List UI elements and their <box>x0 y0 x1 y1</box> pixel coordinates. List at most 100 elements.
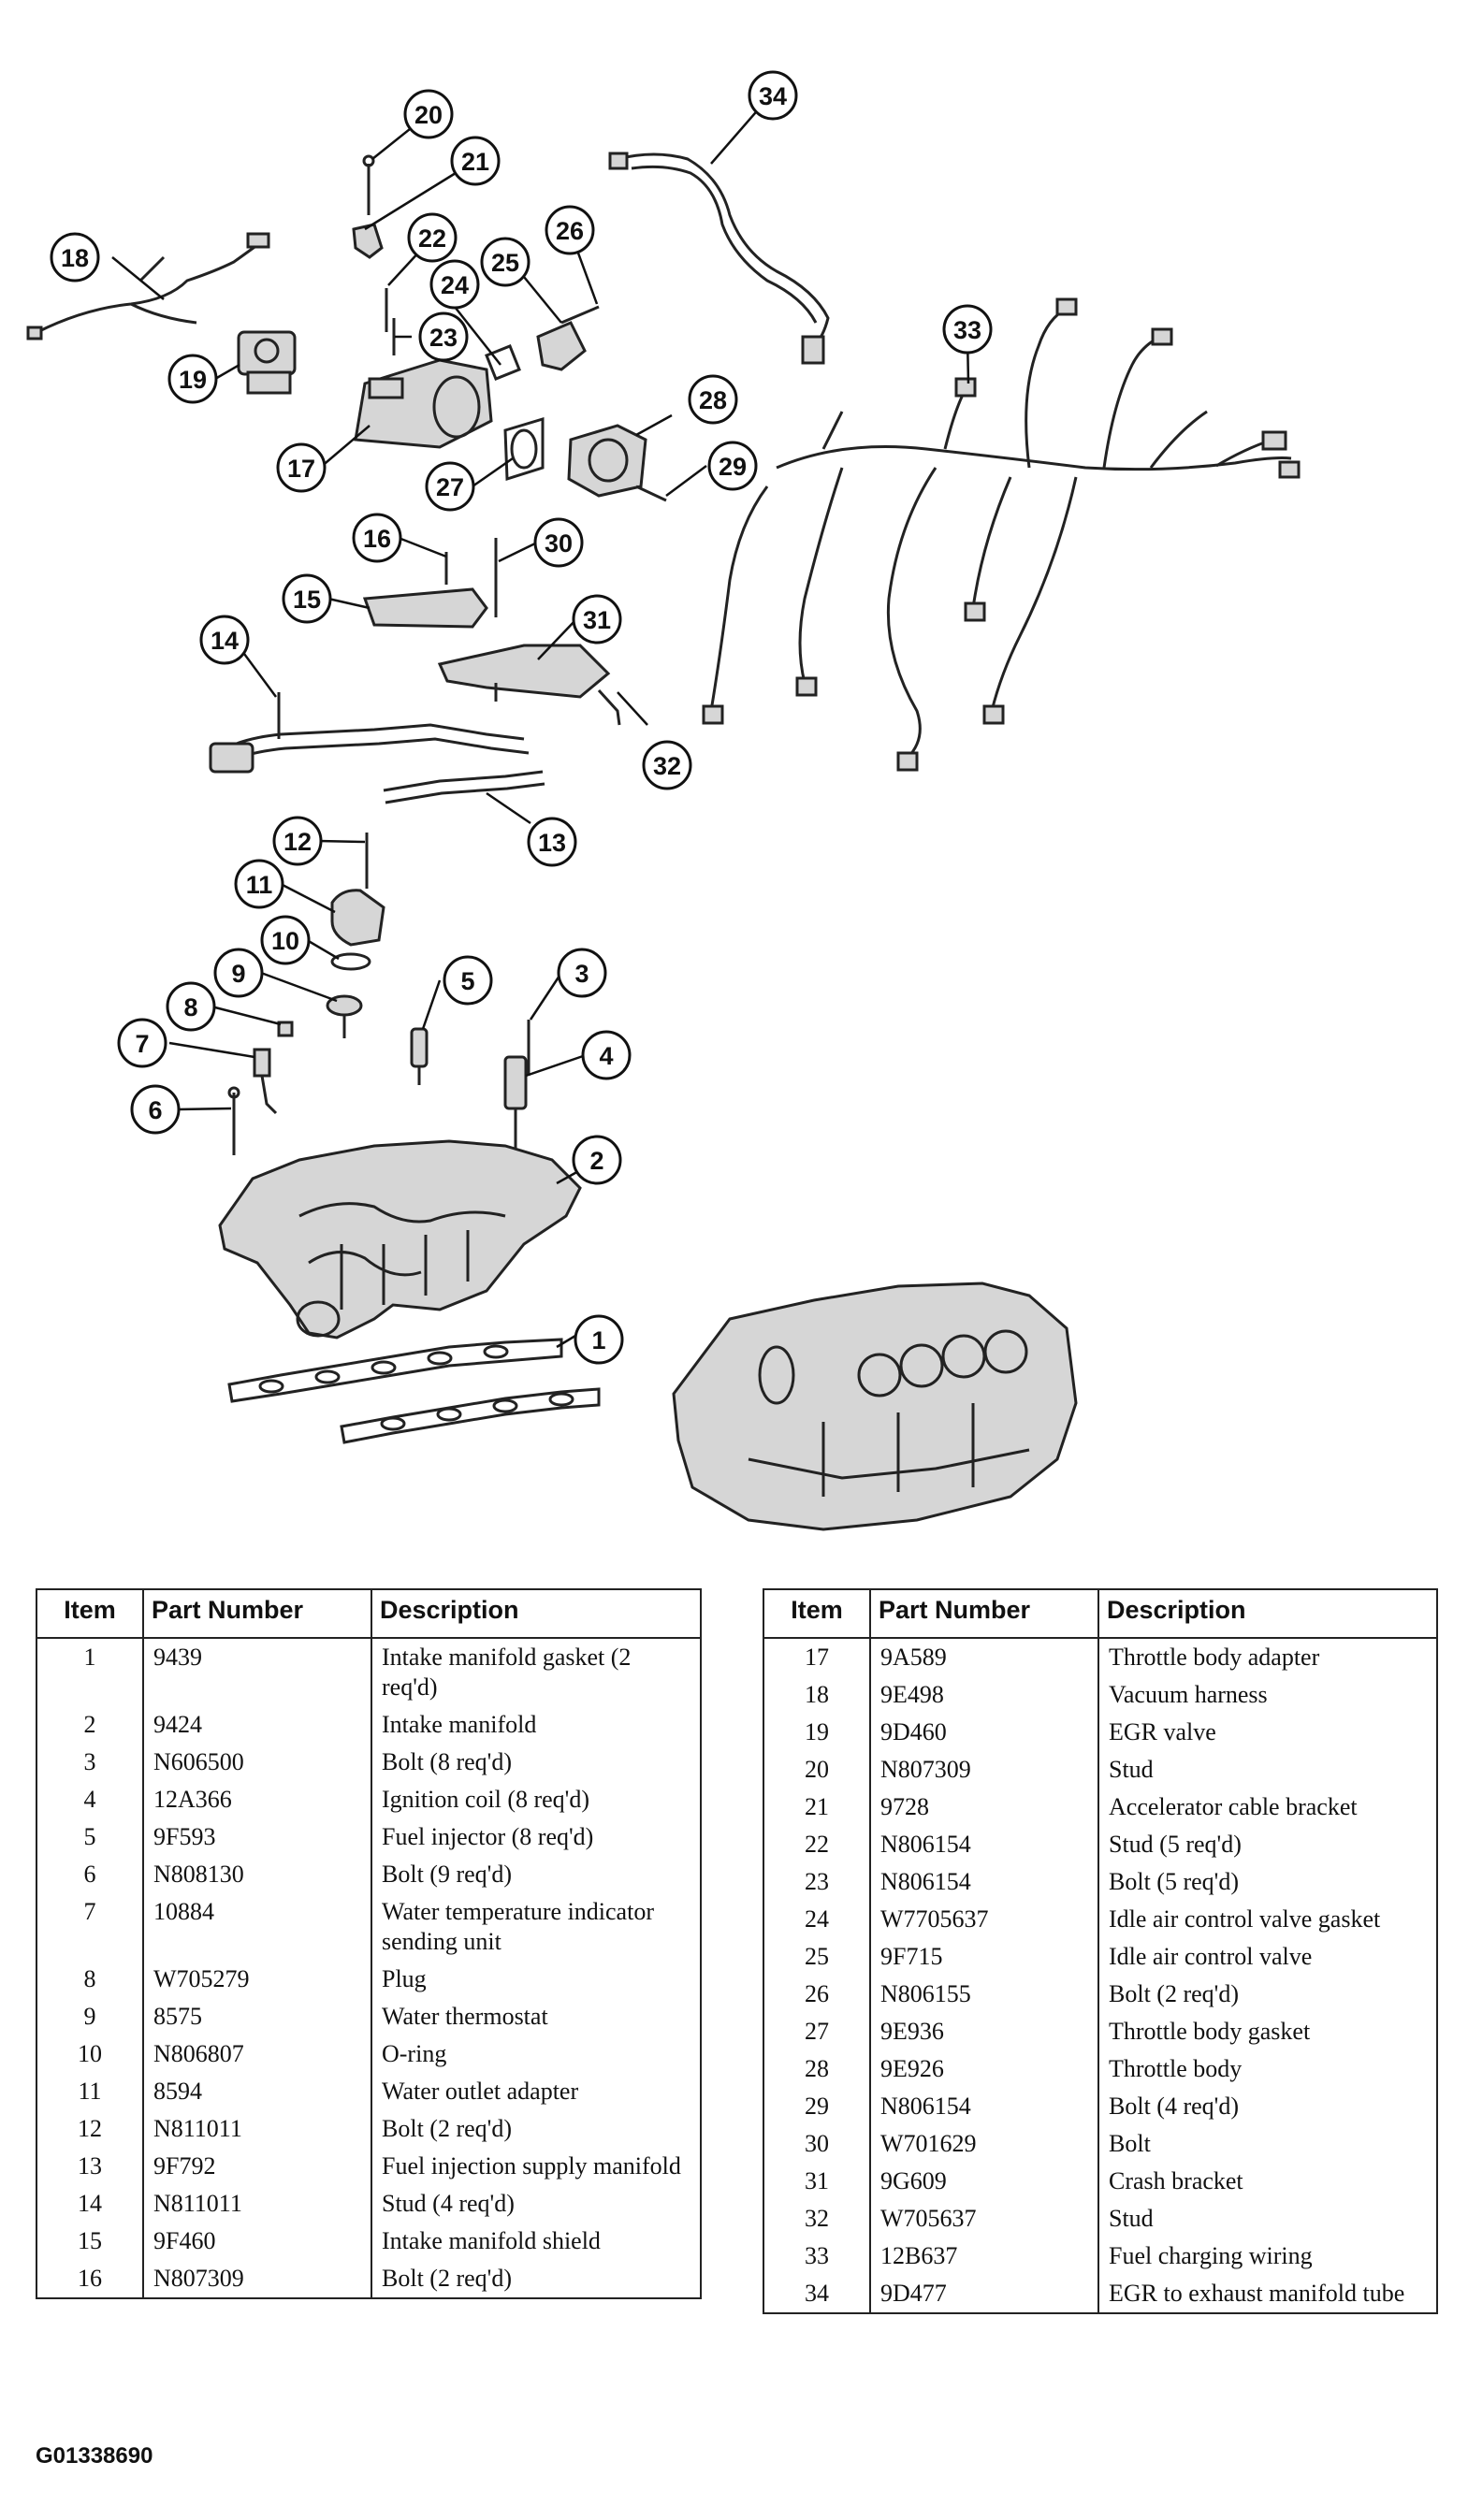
item-cell: 2 <box>36 1706 144 1744</box>
callout-32: 32 <box>642 740 692 790</box>
item-cell: 13 <box>36 2148 144 2185</box>
header-item: Item <box>763 1588 871 1639</box>
callout-3: 3 <box>557 948 607 998</box>
callout-label: 5 <box>460 967 474 995</box>
description-cell: Intake manifold gasket (2 req'd) <box>371 1638 702 1706</box>
callout-2: 2 <box>572 1135 622 1185</box>
item-cell: 28 <box>763 2050 871 2088</box>
part-number-cell: 9F715 <box>869 1938 1099 1976</box>
stud-bolt-bracket-drawings <box>352 154 396 355</box>
item-cell: 31 <box>763 2163 871 2200</box>
callout-23: 23 <box>418 311 469 362</box>
callout-label: 24 <box>441 271 469 299</box>
part-number-cell: 9G609 <box>869 2163 1099 2200</box>
description-cell: Vacuum harness <box>1097 1676 1438 1714</box>
crash-bracket-drawing <box>437 644 621 726</box>
description-cell: Fuel injection supply manifold <box>371 2148 702 2185</box>
callout-24: 24 <box>429 259 480 310</box>
description-cell: Water outlet adapter <box>371 2073 702 2110</box>
description-cell: O-ring <box>371 2035 702 2073</box>
callout-label: 17 <box>287 455 315 483</box>
description-cell: Stud <box>1097 1751 1438 1789</box>
header-item: Item <box>36 1588 144 1639</box>
callout-7: 7 <box>117 1018 167 1068</box>
part-number-cell: W705279 <box>142 1961 372 1998</box>
description-cell: Fuel charging wiring <box>1097 2238 1438 2275</box>
description-cell: Stud (4 req'd) <box>371 2185 702 2223</box>
callout-label: 12 <box>283 828 312 856</box>
part-number-cell: 8575 <box>142 1998 372 2035</box>
idle-air-control-drawing <box>485 305 600 381</box>
egr-tube-drawing <box>608 152 830 365</box>
callout-8: 8 <box>166 981 216 1032</box>
description-cell: Accelerator cable bracket <box>1097 1789 1438 1826</box>
callout-label: 15 <box>293 586 321 614</box>
callout-16: 16 <box>352 513 402 563</box>
description-cell: Bolt (2 req'd) <box>371 2260 702 2299</box>
callout-label: 32 <box>653 752 681 780</box>
item-cell: 17 <box>763 1638 871 1676</box>
callout-label: 33 <box>953 316 981 344</box>
part-number-cell: N806807 <box>142 2035 372 2073</box>
throttle-body-adapter-drawing <box>354 358 493 449</box>
fuel-charging-wiring-drawing <box>702 297 1301 772</box>
item-cell: 29 <box>763 2088 871 2125</box>
part-number-cell: N806154 <box>869 1863 1099 1901</box>
description-cell: Stud <box>1097 2200 1438 2238</box>
item-cell: 12 <box>36 2110 144 2148</box>
callout-25: 25 <box>480 237 531 287</box>
water-outlet-drawing <box>330 833 385 971</box>
callout-13: 13 <box>527 817 577 867</box>
fuel-rail-drawing <box>209 692 545 804</box>
description-cell: Water temperature indicator sending unit <box>371 1893 702 1961</box>
callout-31: 31 <box>572 594 622 644</box>
item-cell: 5 <box>36 1818 144 1856</box>
part-number-cell: 9439 <box>142 1638 372 1706</box>
part-number-cell: 9728 <box>869 1789 1099 1826</box>
part-number-cell: 9424 <box>142 1706 372 1744</box>
throttle-body-gasket-drawing <box>503 416 545 482</box>
item-cell: 20 <box>763 1751 871 1789</box>
description-cell: EGR valve <box>1097 1714 1438 1751</box>
item-cell: 32 <box>763 2200 871 2238</box>
item-cell: 1 <box>36 1638 144 1706</box>
table-header-row: Item Part Number Description <box>763 1588 1438 1639</box>
callout-label: 2 <box>589 1147 603 1175</box>
description-cell: Bolt (2 req'd) <box>1097 1976 1438 2013</box>
callout-label: 21 <box>461 148 489 176</box>
description-cell: Plug <box>371 1961 702 1998</box>
description-cell: Throttle body <box>1097 2050 1438 2088</box>
callout-label: 34 <box>759 82 787 110</box>
item-cell: 15 <box>36 2223 144 2260</box>
callout-label: 16 <box>363 525 391 553</box>
item-cell: 4 <box>36 1781 144 1818</box>
callout-34: 34 <box>748 70 798 121</box>
callout-21: 21 <box>450 136 501 186</box>
callout-label: 7 <box>135 1030 149 1058</box>
part-number-cell: N807309 <box>142 2260 372 2299</box>
callout-label: 25 <box>491 249 519 277</box>
sensor-plug-bolt-drawings <box>227 1021 294 1155</box>
item-cell: 21 <box>763 1789 871 1826</box>
part-number-cell: 9E498 <box>869 1676 1099 1714</box>
item-cell: 7 <box>36 1893 144 1961</box>
part-number-cell: N808130 <box>142 1856 372 1893</box>
part-number-cell: N606500 <box>142 1744 372 1781</box>
